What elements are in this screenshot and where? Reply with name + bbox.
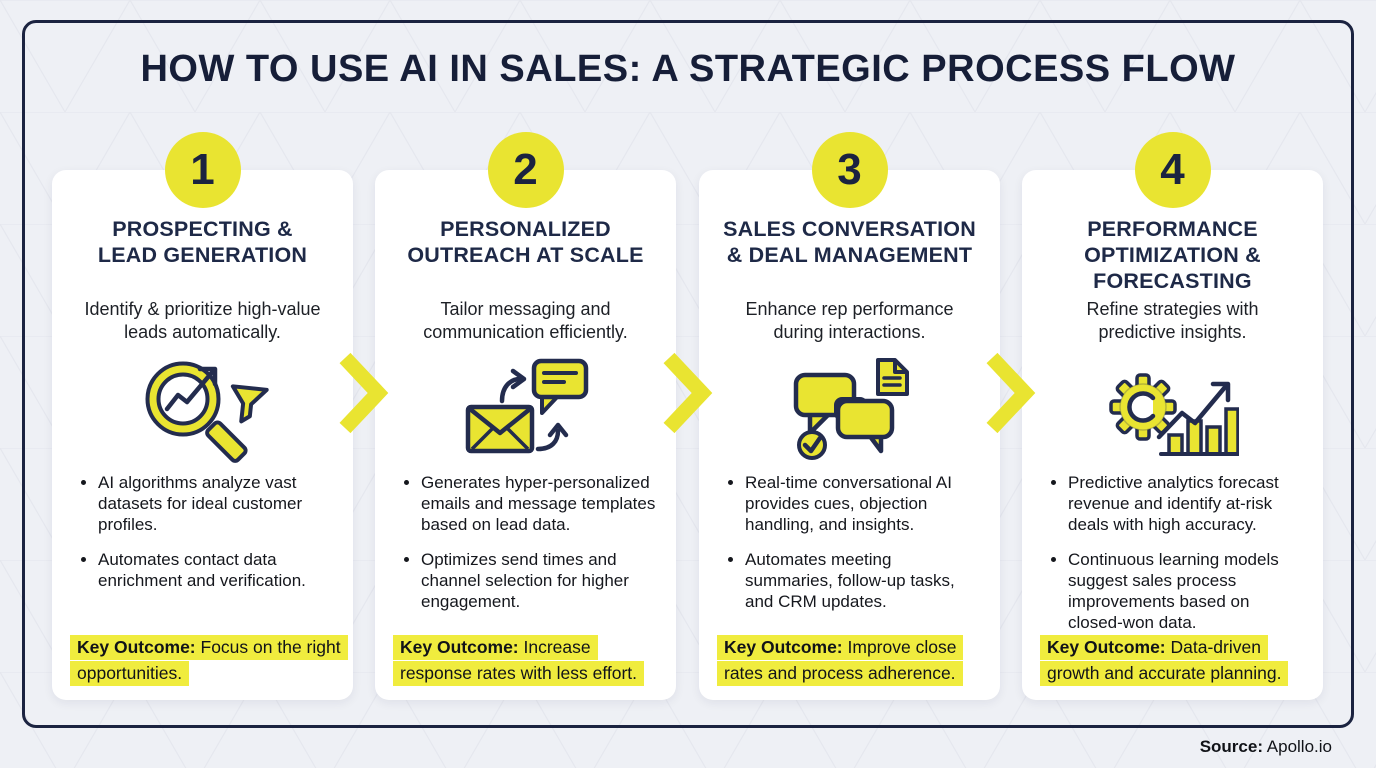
step-number-badge: 3 bbox=[811, 132, 888, 208]
step-title: PERFORMANCE OPTIMIZATION & FORECASTING bbox=[1084, 217, 1261, 294]
step-subtitle: Identify & prioritize high-value leads a… bbox=[84, 299, 321, 342]
step-card-prospecting: 1 PROSPECTING & LEAD GENERATION Identify… bbox=[52, 132, 353, 700]
magnifier-funnel-icon bbox=[70, 354, 335, 464]
step-card-outreach: 2 PERSONALIZED OUTREACH AT SCALE Tailor … bbox=[375, 132, 676, 700]
step-title: PERSONALIZED OUTREACH AT SCALE bbox=[407, 217, 644, 268]
bullet-item: Optimizes send times and channel selecti… bbox=[421, 549, 656, 612]
step-card-conversation: 3 SALES CONVERSATION & DEAL MANAGEMENT E… bbox=[699, 132, 1000, 700]
key-outcome: Key Outcome: Increase response rates wit… bbox=[393, 635, 666, 686]
chevron-right-icon bbox=[663, 352, 713, 434]
step-number: 4 bbox=[1160, 145, 1185, 194]
chevron-right-icon bbox=[986, 352, 1036, 434]
step-number: 2 bbox=[513, 145, 538, 194]
step-card-forecasting: 4 PERFORMANCE OPTIMIZATION & FORECASTING… bbox=[1022, 132, 1323, 700]
bullet-item: Automates contact data enrichment and ve… bbox=[98, 549, 333, 591]
bullet-item: Continuous learning models suggest sales… bbox=[1068, 549, 1303, 633]
step-subtitle: Refine strategies with predictive insigh… bbox=[1086, 299, 1259, 342]
bullet-item: Automates meeting summaries, follow-up t… bbox=[745, 549, 980, 612]
email-chat-icon bbox=[393, 354, 658, 464]
chevron-right-icon bbox=[339, 352, 389, 434]
infographic-frame bbox=[22, 20, 1354, 728]
step-bullets: Generates hyper-personalized emails and … bbox=[393, 472, 658, 612]
step-title: SALES CONVERSATION & DEAL MANAGEMENT bbox=[723, 217, 976, 268]
step-title: PROSPECTING & LEAD GENERATION bbox=[97, 217, 308, 268]
step-bullets: Predictive analytics forecast revenue an… bbox=[1040, 472, 1305, 634]
step-number: 3 bbox=[837, 145, 862, 194]
step-number-badge: 1 bbox=[164, 132, 241, 208]
step-number-badge: 4 bbox=[1134, 132, 1211, 208]
key-outcome: Key Outcome: Focus on the right opportun… bbox=[70, 635, 348, 686]
bullet-item: Real-time conversational AI provides cue… bbox=[745, 472, 980, 535]
gear-growth-chart-icon bbox=[1040, 354, 1305, 464]
step-number-badge: 2 bbox=[487, 132, 564, 208]
key-outcome: Key Outcome: Improve close rates and pro… bbox=[717, 635, 990, 686]
bullet-item: Generates hyper-personalized emails and … bbox=[421, 472, 656, 535]
step-number: 1 bbox=[190, 145, 215, 194]
step-subtitle: Enhance rep performance during interacti… bbox=[745, 299, 954, 342]
key-outcome: Key Outcome: Data-driven growth and accu… bbox=[1040, 635, 1313, 686]
step-bullets: Real-time conversational AI provides cue… bbox=[717, 472, 982, 612]
step-subtitle: Tailor messaging and communication effic… bbox=[423, 299, 628, 342]
page-title: HOW TO USE AI IN SALES: A STRATEGIC PROC… bbox=[140, 48, 1236, 90]
chat-bubbles-doc-check-icon bbox=[717, 354, 982, 464]
bullet-item: AI algorithms analyze vast datasets for … bbox=[98, 472, 333, 535]
source-attribution: Source: Apollo.io bbox=[1199, 737, 1332, 756]
step-bullets: AI algorithms analyze vast datasets for … bbox=[70, 472, 335, 591]
bullet-item: Predictive analytics forecast revenue an… bbox=[1068, 472, 1303, 535]
